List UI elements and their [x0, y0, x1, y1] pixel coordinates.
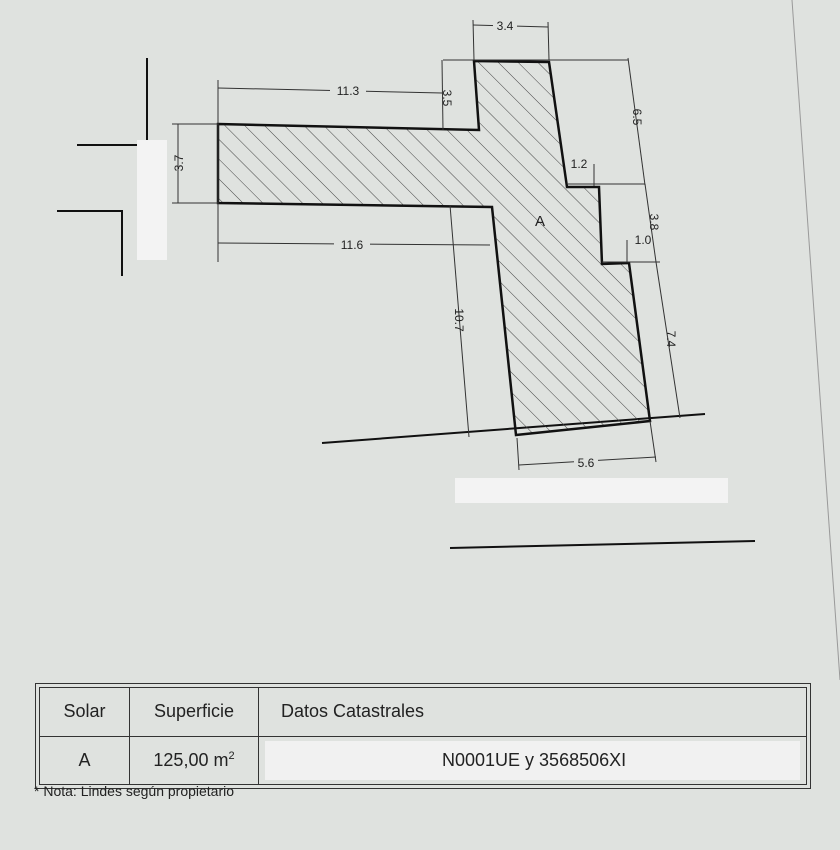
dim-right-lower-height: 7.4	[664, 331, 678, 348]
table-header-row: Solar Superficie Datos Catastrales	[39, 687, 807, 737]
table-row: A 125,00 m2 N0001UE y 3568506XI	[39, 735, 807, 785]
dim-step-depth: 3.5	[440, 90, 454, 107]
header-solar: Solar	[39, 687, 130, 737]
cell-superficie: 125,00 m2	[129, 735, 259, 785]
cadastral-reference: N0001UE y 3568506XI	[442, 749, 627, 770]
dim-left-top-length: 11.3	[337, 84, 360, 98]
dimension-labels: 3.4 11.3 3.5 6.5 1.2 3.8 1.0 7.4 5.6 3.7…	[172, 19, 678, 470]
dim-wing-height: 10.7	[452, 308, 466, 332]
dim-left-height: 3.7	[172, 154, 186, 171]
cadastral-table: Solar Superficie Datos Catastrales A 125…	[35, 683, 811, 789]
site-plan-drawing: 3.4 11.3 3.5 6.5 1.2 3.8 1.0 7.4 5.6 3.7…	[57, 0, 840, 680]
dim-right-top-height: 6.5	[630, 109, 644, 126]
dim-right-offset-2: 1.0	[635, 233, 652, 247]
page-edge	[791, 0, 840, 680]
dim-left-bottom-length: 11.6	[341, 238, 364, 252]
header-superficie: Superficie	[129, 687, 259, 737]
area-label: A	[535, 213, 545, 230]
header-datos-catastrales: Datos Catastrales	[258, 687, 807, 737]
redaction-box	[137, 140, 167, 260]
superficie-unit-sup: 2	[228, 749, 235, 762]
dim-right-offset-1: 1.2	[571, 157, 588, 171]
redaction-box	[265, 740, 800, 780]
parcel-outline	[216, 59, 652, 437]
cell-datos-catastrales: N0001UE y 3568506XI	[258, 735, 807, 785]
note-text: * Nota: Lindes según propietario	[34, 783, 235, 799]
redaction-box	[455, 478, 728, 503]
dim-top-width: 3.4	[497, 19, 514, 33]
superficie-value: 125,00 m	[153, 749, 229, 770]
dim-right-step-height: 3.8	[647, 214, 661, 231]
dimension-lines	[172, 19, 681, 471]
cell-solar: A	[39, 735, 130, 785]
dim-bottom-width: 5.6	[578, 456, 595, 470]
